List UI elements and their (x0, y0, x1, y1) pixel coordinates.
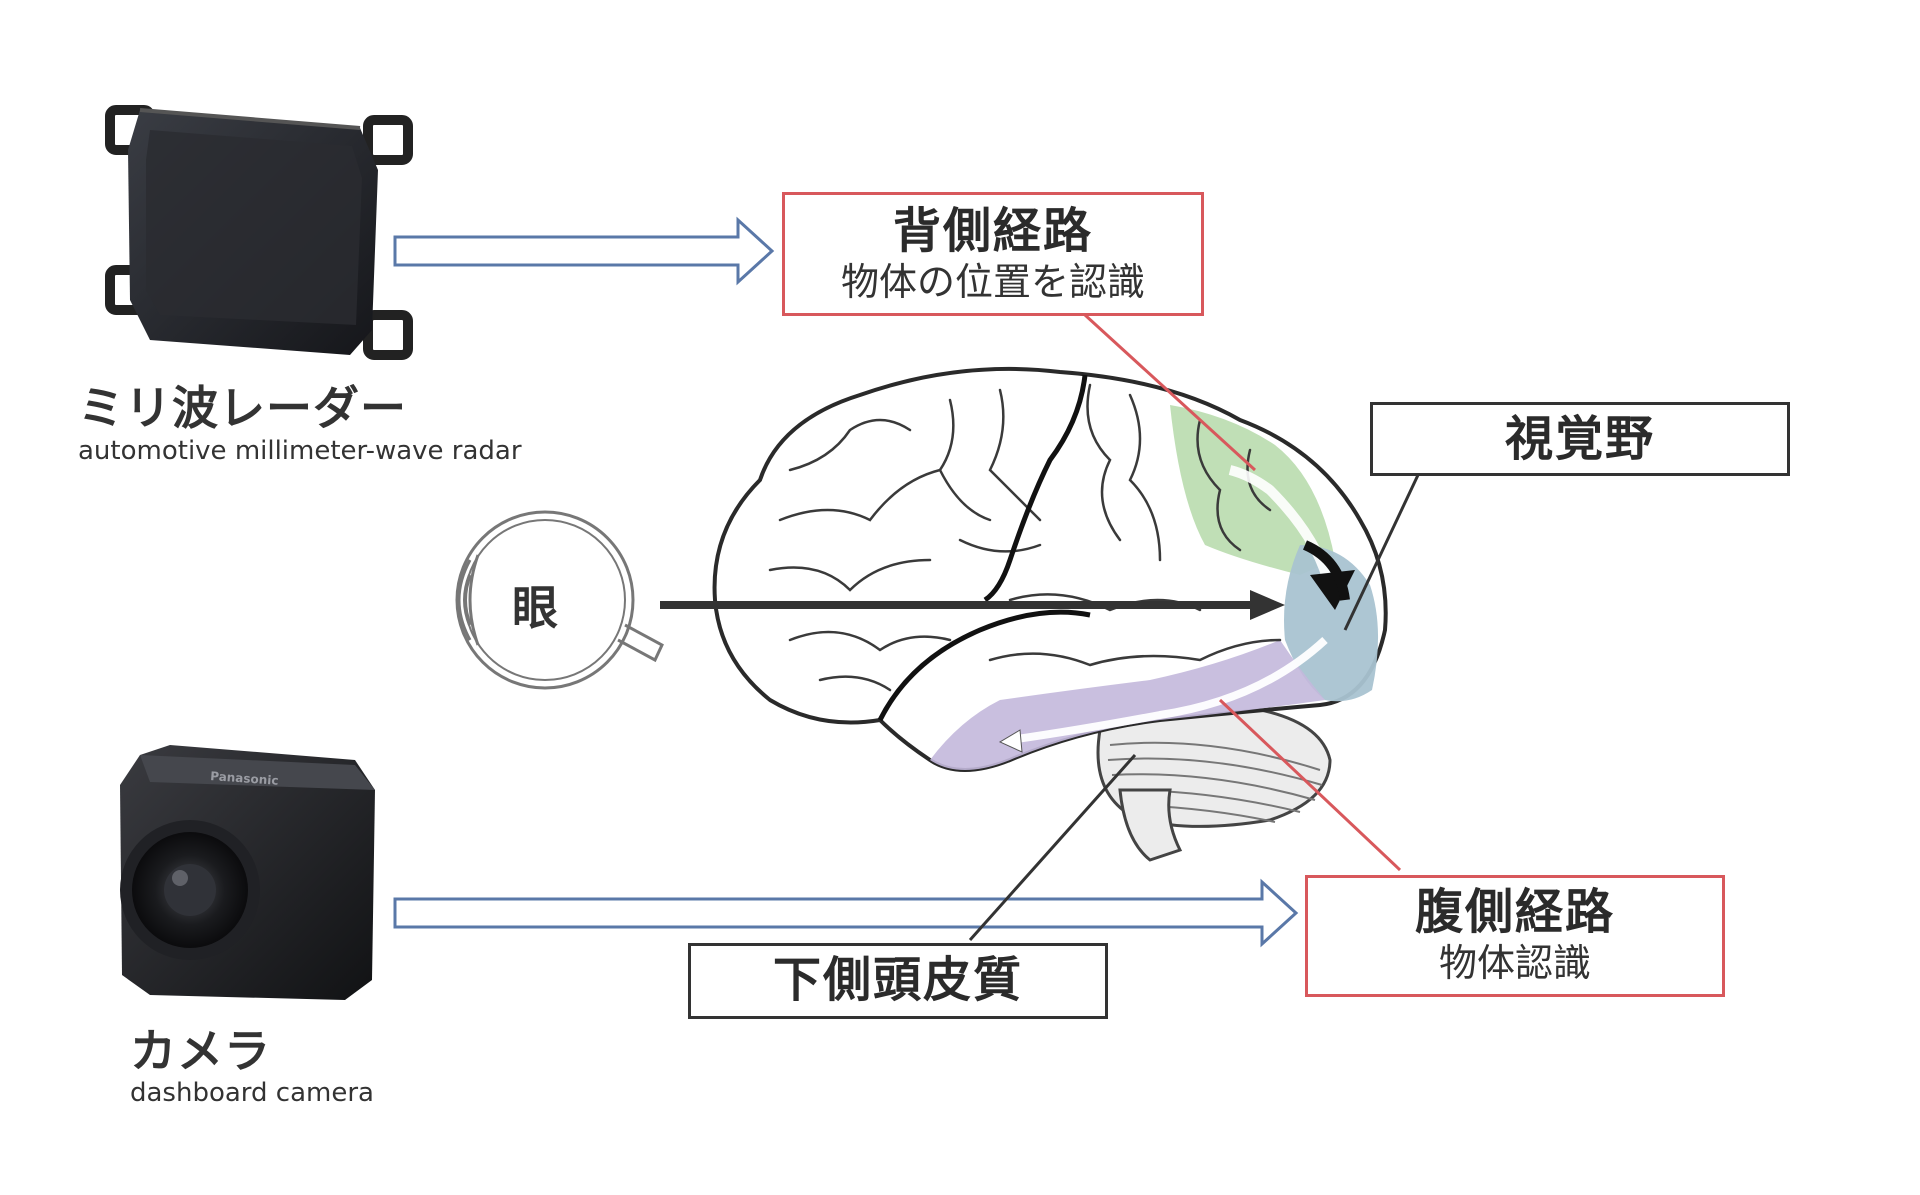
dashboard-camera-image: Panasonic (120, 745, 375, 1000)
dorsal-pathway-box: 背側経路 物体の位置を認識 (782, 192, 1204, 316)
radar-to-dorsal-arrow (395, 220, 772, 282)
inferior-temporal-box: 下側頭皮質 (688, 943, 1108, 1019)
ventral-pathway-title: 腹側経路 (1308, 884, 1722, 940)
inferior-temporal-title: 下側頭皮質 (691, 952, 1105, 1008)
ventral-pathway-box: 腹側経路 物体認識 (1305, 875, 1725, 997)
dorsal-pathway-subtitle: 物体の位置を認識 (785, 259, 1201, 305)
brain-illustration (715, 369, 1386, 860)
camera-label-en: dashboard camera (130, 1078, 374, 1108)
eye-illustration (457, 512, 662, 688)
radar-label-en: automotive millimeter-wave radar (78, 436, 522, 466)
camera-label-jp: カメラ (130, 1015, 271, 1081)
camera-to-ventral-arrow (395, 882, 1296, 944)
ventral-pathway-subtitle: 物体認識 (1308, 940, 1722, 986)
radar-device-image (110, 110, 408, 355)
visual-cortex-box: 視覚野 (1370, 402, 1790, 476)
radar-label-jp: ミリ波レーダー (78, 372, 407, 438)
dorsal-pathway-title: 背側経路 (785, 203, 1201, 259)
eye-label: 眼 (512, 572, 558, 638)
visual-cortex-title: 視覚野 (1373, 411, 1787, 467)
